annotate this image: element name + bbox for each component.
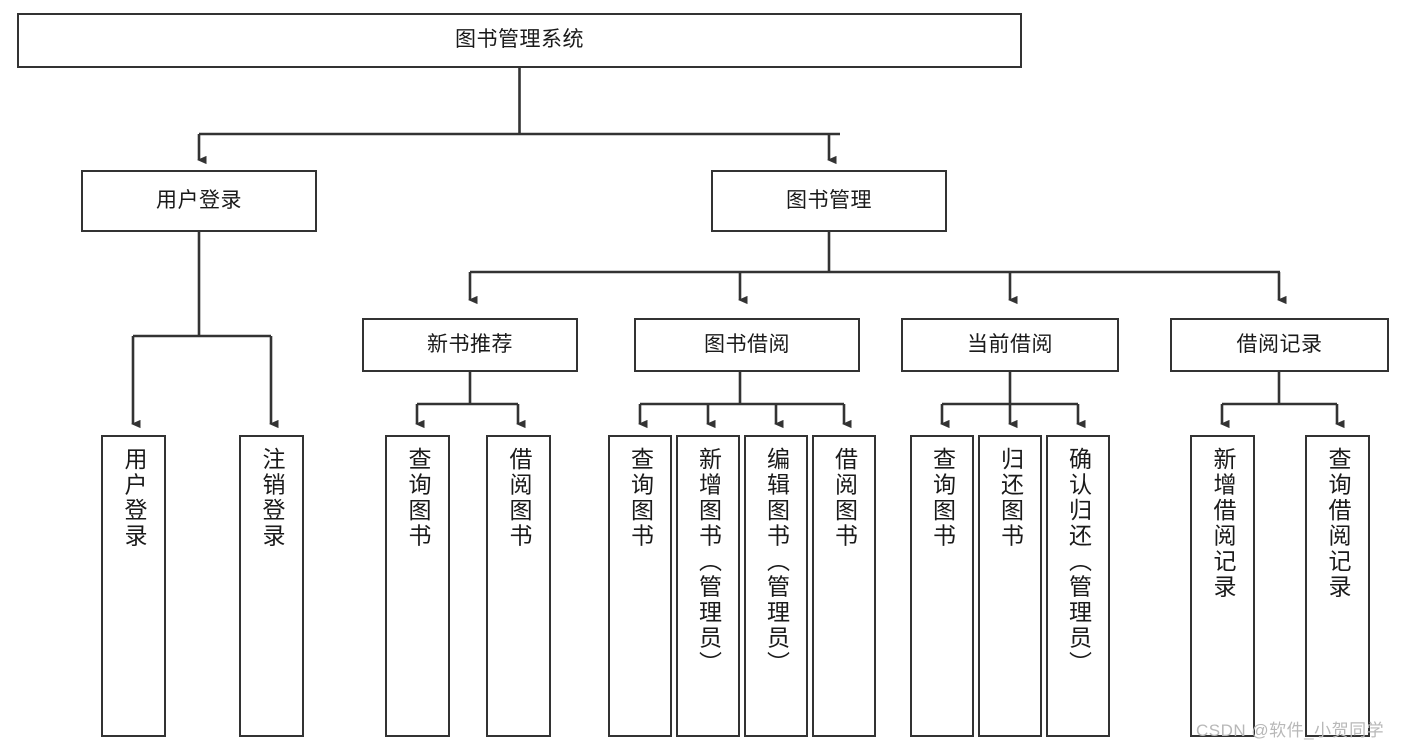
node-leaf-current-return-label: 归还图书 (997, 447, 1024, 549)
node-leaf-logout[interactable]: 注销登录 (239, 435, 304, 737)
node-leaf-current-confirm[interactable]: 确认归还（管理员） (1046, 435, 1110, 737)
node-book-manage[interactable]: 图书管理 (711, 170, 947, 232)
node-leaf-current-return[interactable]: 归还图书 (978, 435, 1042, 737)
node-borrow-record-label: 借阅记录 (1236, 332, 1323, 356)
node-leaf-current-query-label: 查询图书 (929, 447, 956, 549)
node-leaf-borrow-add[interactable]: 新增图书（管理员） (676, 435, 740, 737)
node-leaf-logout-label: 注销登录 (259, 447, 285, 549)
node-current-borrow-label: 当前借阅 (967, 332, 1053, 356)
node-root-label: 图书管理系统 (455, 28, 584, 52)
node-leaf-newbook-borrow[interactable]: 借阅图书 (486, 435, 551, 737)
node-new-book[interactable]: 新书推荐 (362, 318, 578, 372)
node-borrow-record[interactable]: 借阅记录 (1170, 318, 1389, 372)
node-leaf-record-add-label: 新增借阅记录 (1210, 447, 1236, 600)
node-leaf-current-confirm-label: 确认归还（管理员） (1065, 447, 1092, 677)
node-current-borrow[interactable]: 当前借阅 (901, 318, 1119, 372)
node-leaf-borrow-query[interactable]: 查询图书 (608, 435, 672, 737)
node-leaf-record-query[interactable]: 查询借阅记录 (1305, 435, 1370, 737)
node-leaf-current-query[interactable]: 查询图书 (910, 435, 974, 737)
node-new-book-label: 新书推荐 (427, 332, 513, 356)
node-leaf-user-login-label: 用户登录 (121, 447, 147, 549)
node-leaf-newbook-query[interactable]: 查询图书 (385, 435, 450, 737)
node-leaf-borrow-edit[interactable]: 编辑图书（管理员） (744, 435, 808, 737)
node-leaf-newbook-query-label: 查询图书 (405, 447, 431, 549)
node-leaf-borrow-do[interactable]: 借阅图书 (812, 435, 876, 737)
node-book-borrow-label: 图书借阅 (704, 332, 790, 356)
node-user-login-label: 用户登录 (156, 188, 242, 212)
node-leaf-user-login[interactable]: 用户登录 (101, 435, 166, 737)
node-user-login[interactable]: 用户登录 (81, 170, 317, 232)
node-leaf-borrow-query-label: 查询图书 (627, 447, 654, 549)
node-book-borrow[interactable]: 图书借阅 (634, 318, 860, 372)
node-root[interactable]: 图书管理系统 (17, 13, 1022, 68)
node-leaf-borrow-add-label: 新增图书（管理员） (695, 447, 722, 677)
node-leaf-newbook-borrow-label: 借阅图书 (506, 447, 532, 549)
node-leaf-borrow-do-label: 借阅图书 (831, 447, 858, 549)
node-leaf-borrow-edit-label: 编辑图书（管理员） (763, 447, 790, 677)
node-leaf-record-query-label: 查询借阅记录 (1325, 447, 1351, 600)
node-leaf-record-add[interactable]: 新增借阅记录 (1190, 435, 1255, 737)
node-book-manage-label: 图书管理 (786, 188, 872, 212)
